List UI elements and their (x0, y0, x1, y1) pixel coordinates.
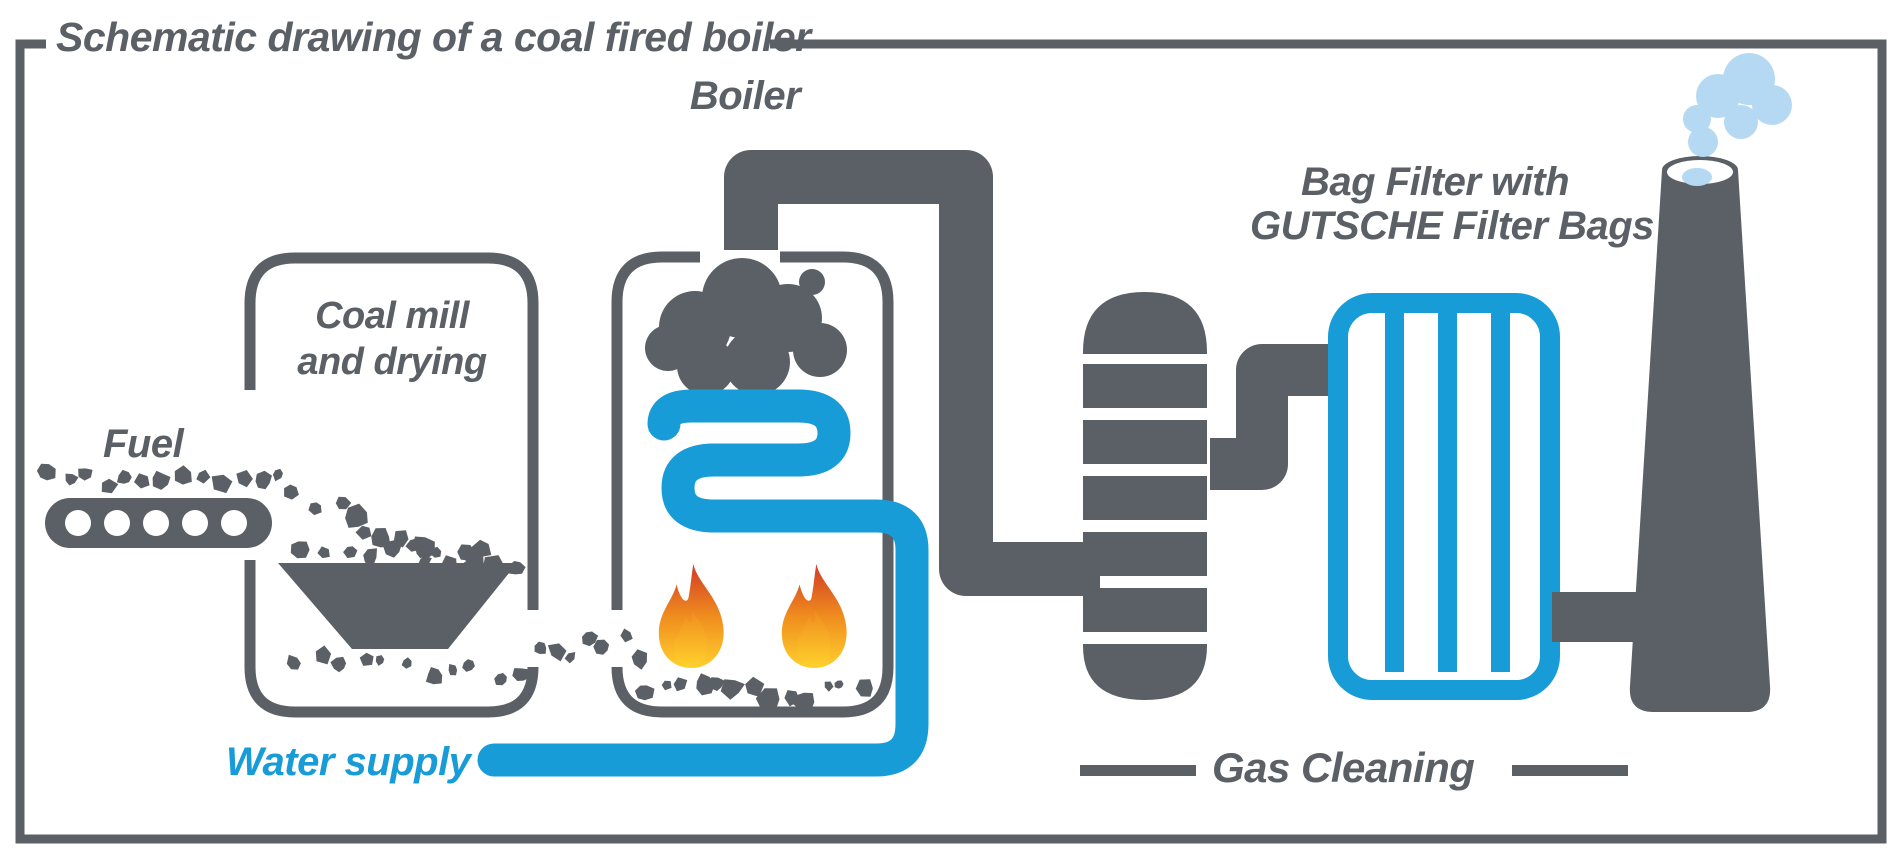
coal-mill-vessel (244, 252, 539, 718)
flame-icon (658, 563, 847, 669)
boiler-label: Boiler (689, 74, 801, 118)
coal-mill-label: Coal mill and drying (262, 294, 522, 385)
steam-cloud-icon (645, 258, 847, 395)
coal-mill-label-line2: and drying (297, 340, 487, 383)
chimney-icon (1629, 156, 1771, 712)
coal-mill-label-line1: Coal mill (315, 295, 469, 337)
conveyor-belt-icon (45, 498, 272, 548)
diagram-title: Schematic drawing of a coal fired boiler (56, 14, 811, 60)
fuel-label: Fuel (103, 422, 184, 466)
water-supply-label: Water supply (226, 740, 471, 784)
bag-filter-label-line1: Bag Filter with (1300, 160, 1570, 204)
hopper-icon (278, 563, 517, 649)
gas-cleaning-left-dash (1080, 765, 1196, 776)
gas-cleaning-label: Gas Cleaning (1212, 744, 1475, 791)
gas-cleaning-right-dash (1512, 765, 1628, 776)
flue-pipe-icon (724, 150, 1086, 596)
smoke-icon (1683, 53, 1792, 157)
coal-pieces-icon (36, 463, 873, 712)
bag-filter-icon (1328, 293, 1560, 700)
crossover-pipe-icon (1210, 344, 1336, 490)
bag-filter-label: Bag Filter with GUTSCHE Filter Bags (1250, 160, 1654, 248)
bag-filter-label-line2: GUTSCHE Filter Bags (1250, 204, 1654, 248)
water-coil-icon (477, 389, 929, 777)
outer-frame (15, 39, 1887, 844)
boiler-vessel (611, 251, 894, 718)
stack-inlet-pipe-icon (1552, 592, 1644, 642)
cyclone-tower-icon (1040, 292, 1207, 700)
